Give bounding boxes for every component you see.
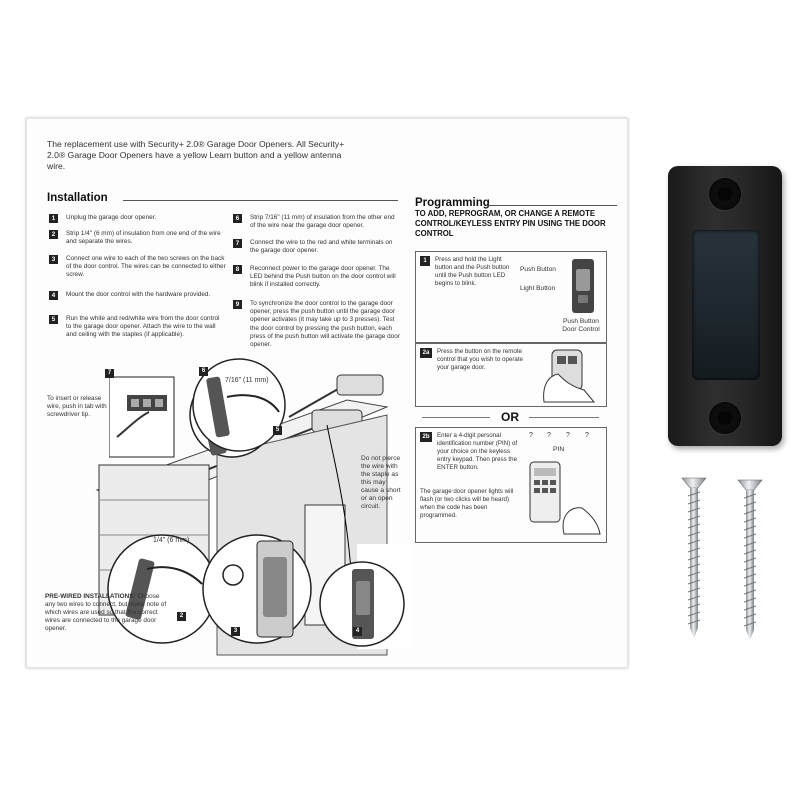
or-divider: OR <box>501 410 519 424</box>
prog-step-1-box: 1 Press and hold the Light button and th… <box>415 251 607 343</box>
programming-title: Programming <box>415 197 490 209</box>
strip-length-long: 7/16" (11 mm) <box>225 377 269 384</box>
strip-length-short: 1/4" (6 mm) <box>153 537 190 544</box>
screw-left <box>681 477 707 638</box>
insert-release-note: To insert or release wire, push in tab w… <box>47 395 107 418</box>
pin-mark-2: ? <box>547 432 551 439</box>
prewired-title: PRE-WIRED INSTALLATIONS: <box>45 593 136 600</box>
keypad-drawing <box>529 461 601 535</box>
pin-mark-4: ? <box>585 432 589 439</box>
upper-details <box>109 358 384 458</box>
callout-7: 7 <box>105 369 114 378</box>
callout-3: 3 <box>231 627 240 636</box>
flash-note: The garage door opener lights will flash… <box>420 488 514 519</box>
callout-6: 6 <box>199 367 208 376</box>
pin-label: PIN <box>553 446 565 453</box>
or-rule-left <box>422 417 490 418</box>
staple-warning: Do not pierce the wire with the staple a… <box>361 455 401 510</box>
screw-right <box>737 479 763 640</box>
callout-4: 4 <box>353 627 362 636</box>
installation-title: Installation <box>47 192 108 204</box>
prog-step-2b-box: 2b Enter a 4-digit personal identificati… <box>415 427 607 543</box>
door-control-device <box>668 166 782 446</box>
pin-mark-3: ? <box>566 432 570 439</box>
remote-hand-drawing <box>543 349 596 403</box>
top-screw-hole <box>709 178 741 210</box>
push-button <box>692 230 760 380</box>
push-button-label: Push Button <box>520 266 556 273</box>
callout-2: 2 <box>177 612 186 621</box>
installation-rule <box>123 200 398 201</box>
door-control-label: Push Button Door Control <box>562 318 600 333</box>
bottom-screw-hole <box>709 402 741 434</box>
or-rule-right <box>529 417 599 418</box>
intro-text: The replacement use with Security+ 2.0® … <box>47 139 345 172</box>
prewired-text: Choose any two wires to connect, but mak… <box>45 593 167 632</box>
programming-subtitle: TO ADD, REPROGRAM, OR CHANGE A REMOTE CO… <box>415 209 606 238</box>
mounting-screws <box>681 477 763 640</box>
light-button-label: Light Button <box>520 285 556 292</box>
prog-step-2a-box: 2a Press the button on the remote contro… <box>415 343 607 407</box>
programming-rule <box>487 205 617 206</box>
pin-mark-1: ? <box>529 432 533 439</box>
door-control-drawing <box>572 259 594 313</box>
callout-5: 5 <box>273 426 282 435</box>
detail-bubbles <box>107 534 412 649</box>
instruction-sheet: The replacement use with Security+ 2.0® … <box>26 118 628 668</box>
prewired-note: PRE-WIRED INSTALLATIONS: Choose any two … <box>45 593 169 633</box>
